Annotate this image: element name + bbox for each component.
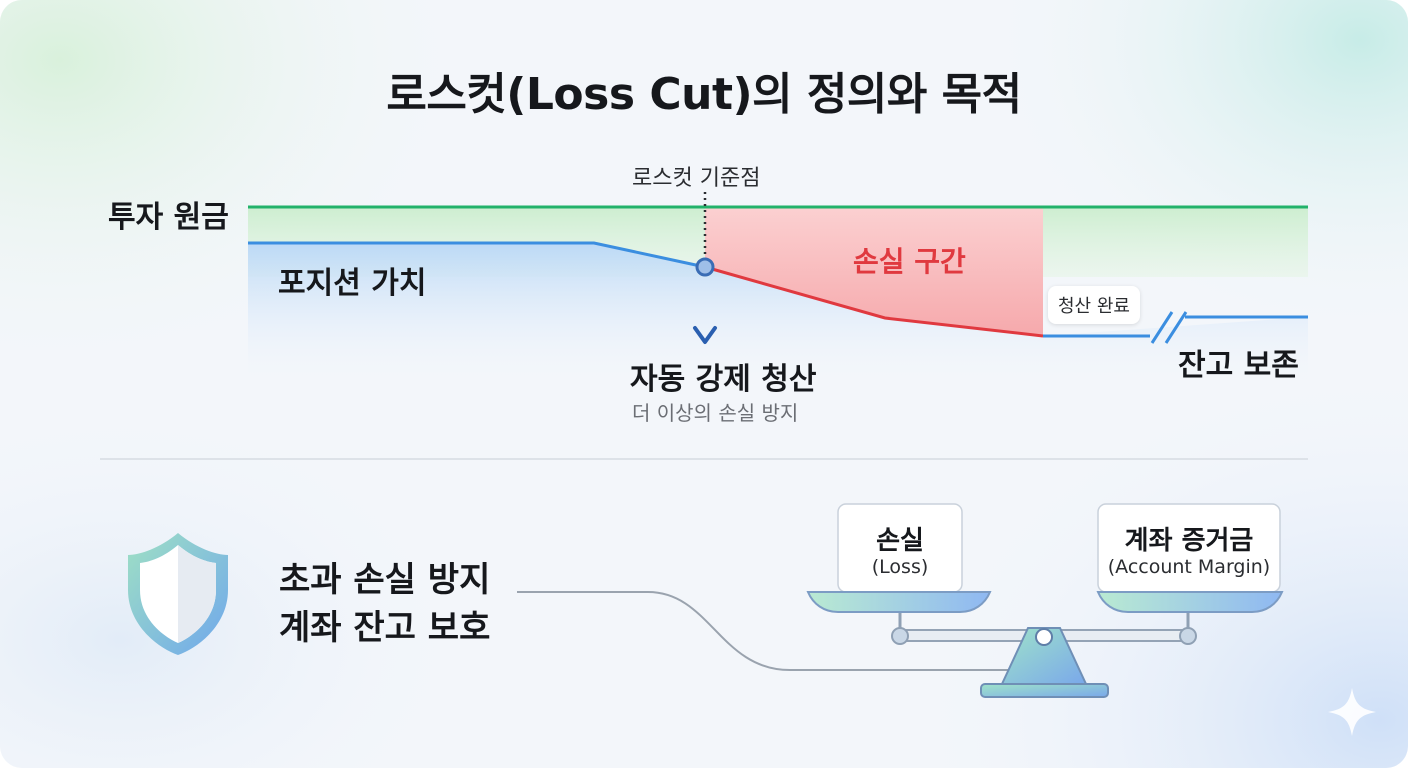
loss-card-title: 손실: [876, 526, 924, 556]
cutpoint-marker: [695, 257, 715, 277]
balance-scale-icon: [806, 503, 1284, 698]
principal-label: 투자 원금: [108, 200, 229, 235]
settled-badge: 청산 완료: [1048, 286, 1140, 324]
forced-liquidation-sublabel: 더 이상의 손실 방지: [632, 401, 799, 425]
position-value-label: 포지션 가치: [278, 266, 427, 301]
position-value-area: [248, 243, 1308, 380]
left-pan: [806, 591, 992, 613]
position-value-line: [248, 241, 706, 269]
margin-card-subtitle: (Account Margin): [1107, 556, 1271, 578]
purpose-line-1: 초과 손실 방지: [279, 560, 491, 600]
loss-card-subtitle: (Loss): [871, 556, 929, 578]
connector-line: [517, 591, 1010, 671]
forced-liquidation-label: 자동 강제 청산: [630, 362, 817, 397]
scale-base: [980, 683, 1109, 698]
down-arrow-icon: [693, 276, 717, 344]
purpose-line-2: 계좌 잔고 보호: [279, 608, 491, 648]
loss-line: [704, 265, 1044, 338]
axis-break-marks: [1150, 311, 1188, 344]
cutpoint-label: 로스컷 기준점: [632, 166, 761, 191]
right-pan: [1096, 591, 1284, 613]
sparkle-icon: [1328, 688, 1376, 736]
page-title: 로스컷(Loss Cut)의 정의와 목적: [386, 69, 1022, 120]
loss-zone-label: 손실 구간: [853, 245, 966, 278]
balance-preserved-label: 잔고 보존: [1178, 348, 1299, 383]
loss-cut-chart: [248, 192, 1308, 380]
shield-icon: [128, 533, 228, 655]
margin-card-title: 계좌 증거금: [1124, 526, 1254, 556]
loss-zone-area: [705, 207, 1043, 336]
